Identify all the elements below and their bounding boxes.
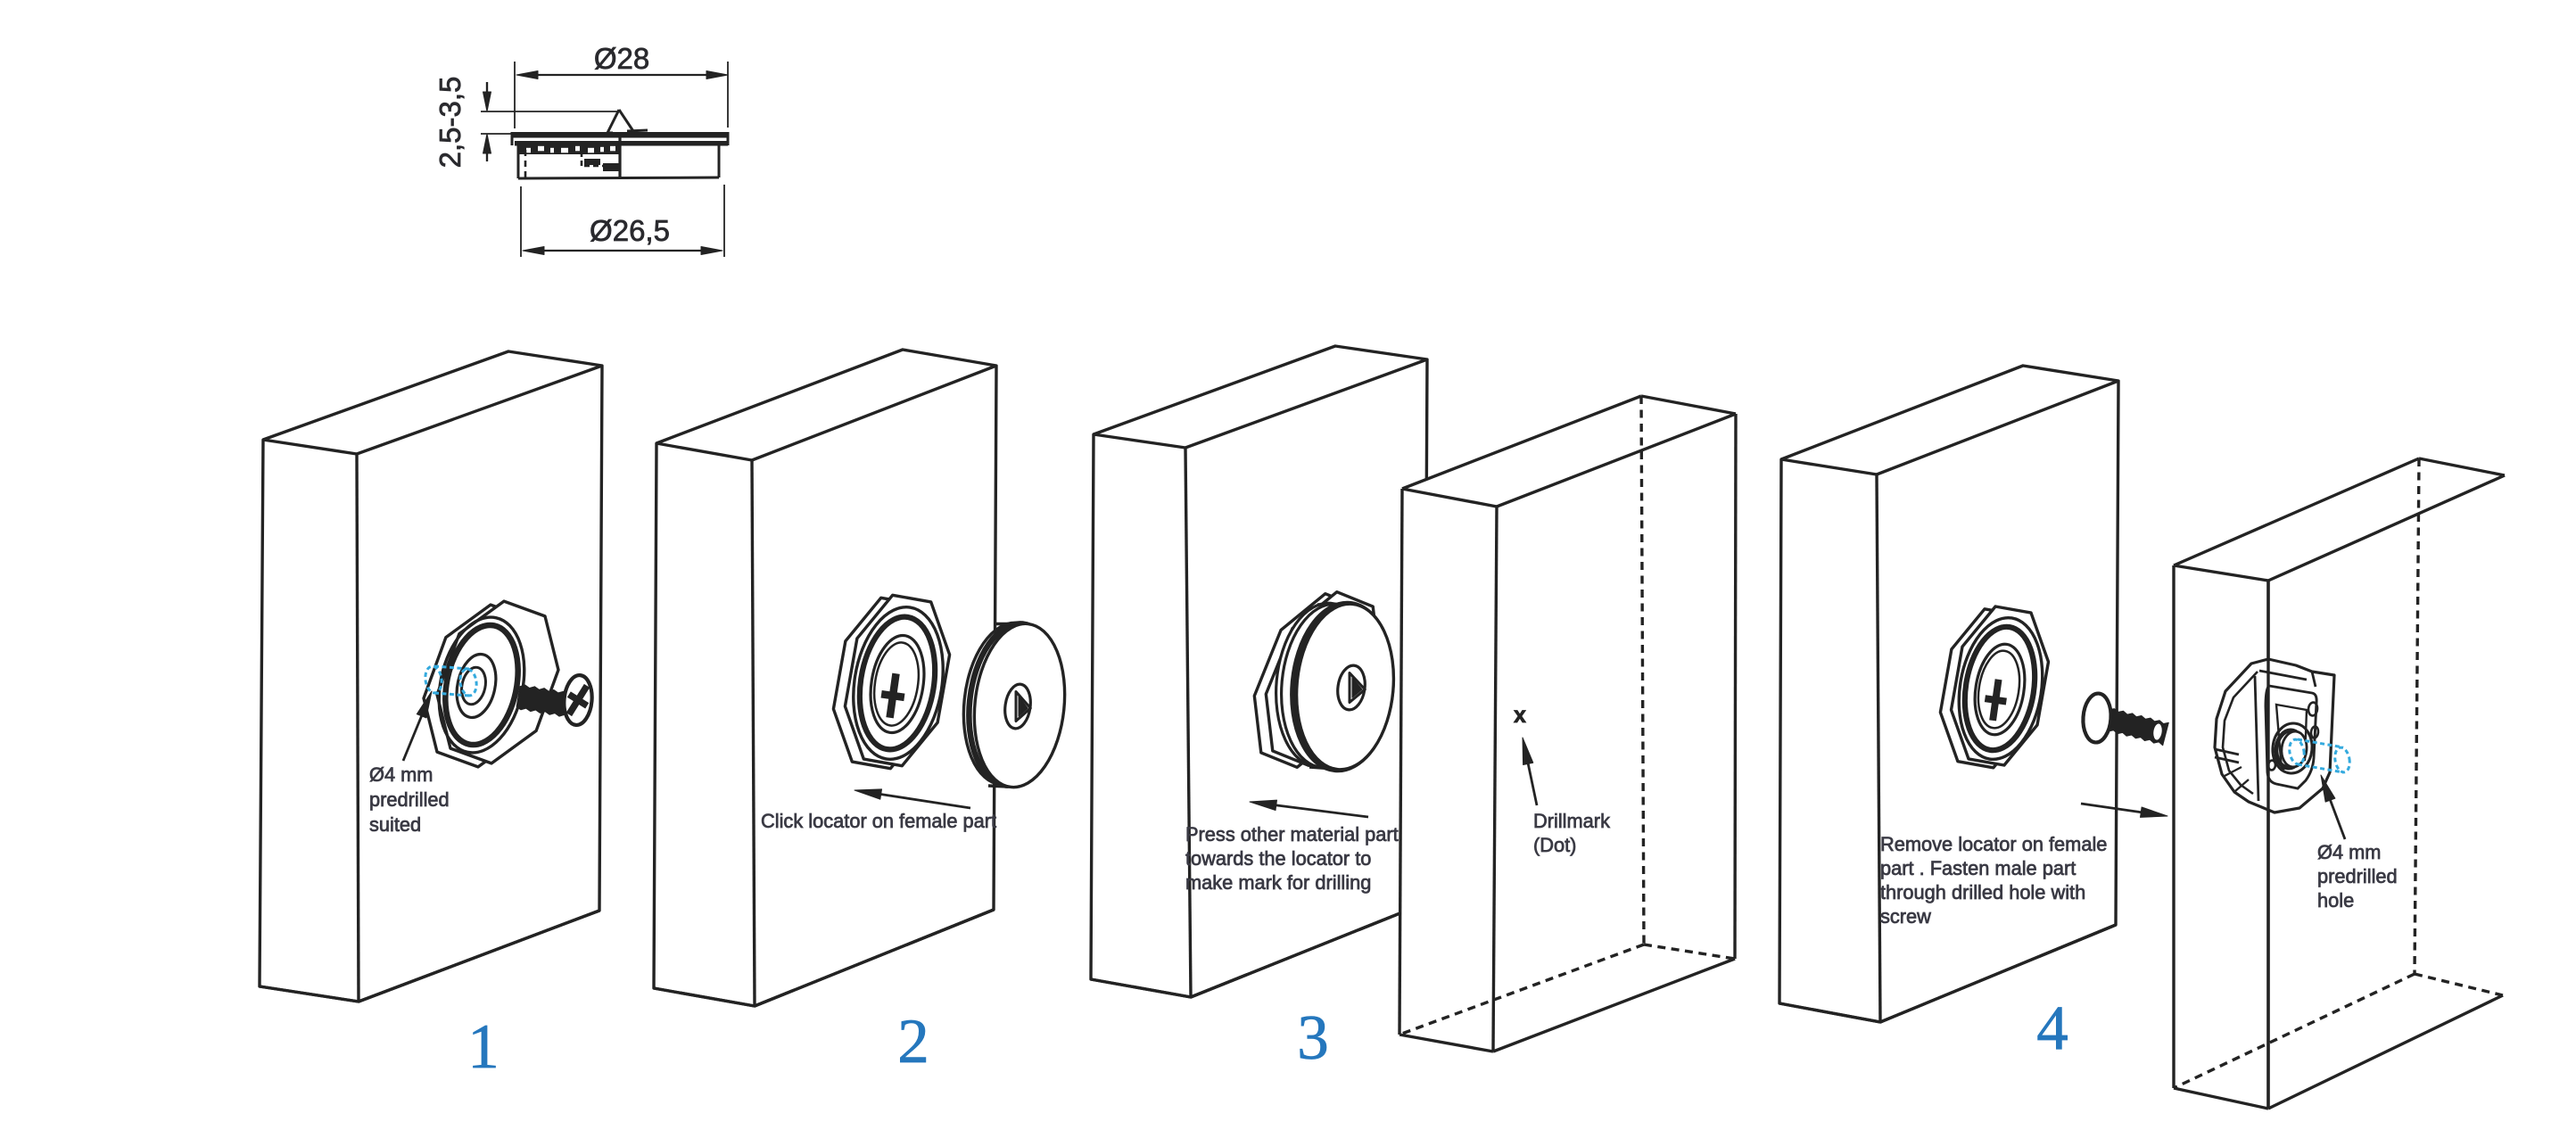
svg-text:through drilled hole with: through drilled hole with — [1880, 881, 2085, 903]
svg-text:Ø4 mm: Ø4 mm — [2317, 841, 2381, 863]
svg-text:hole: hole — [2317, 889, 2354, 911]
svg-text:Press other material part: Press other material part — [1185, 823, 1399, 845]
svg-text:towards the locator to: towards the locator to — [1185, 847, 1371, 870]
svg-text:Ø28: Ø28 — [594, 42, 649, 75]
svg-text:screw: screw — [1880, 905, 1931, 928]
svg-text:suited: suited — [369, 813, 421, 836]
svg-text:4: 4 — [2036, 994, 2068, 1063]
svg-text:part . Fasten male part: part . Fasten male part — [1880, 857, 2076, 879]
svg-text:Click locator on female part: Click locator on female part — [761, 810, 996, 832]
svg-text:Ø26,5: Ø26,5 — [590, 214, 670, 247]
svg-text:Remove locator on female: Remove locator on female — [1880, 833, 2107, 855]
svg-text:Drillmark: Drillmark — [1533, 810, 1610, 832]
svg-text:2: 2 — [897, 1007, 929, 1076]
svg-text:(Dot): (Dot) — [1533, 834, 1576, 856]
svg-text:x: x — [1514, 703, 1526, 728]
svg-text:predrilled: predrilled — [2317, 865, 2398, 887]
svg-text:1: 1 — [467, 1012, 500, 1082]
svg-text:2,5-3,5: 2,5-3,5 — [433, 77, 466, 169]
svg-text:3: 3 — [1297, 1003, 1329, 1073]
svg-text:Ø4 mm: Ø4 mm — [369, 763, 433, 786]
svg-text:predrilled: predrilled — [369, 788, 450, 811]
svg-text:make mark for drilling: make mark for drilling — [1185, 871, 1371, 894]
